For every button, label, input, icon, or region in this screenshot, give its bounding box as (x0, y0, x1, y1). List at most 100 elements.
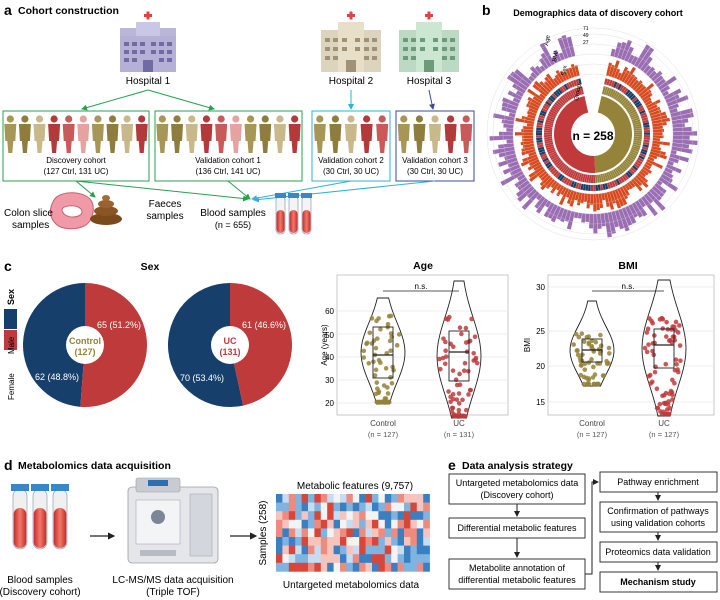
person-figure (171, 115, 184, 153)
heatmap-samples-label: Samples (258) (258, 500, 269, 565)
bmi-bar (522, 125, 534, 130)
sex-ring-segment (536, 130, 543, 133)
data-point (673, 357, 679, 362)
data-point (675, 330, 681, 335)
heatmap-cell (301, 494, 309, 503)
group-ring-segment (550, 107, 559, 114)
sex-ring-segment (559, 86, 565, 93)
heatmap-cell (301, 545, 309, 555)
bmi-bar (652, 125, 664, 130)
heatmap-cell (365, 562, 373, 572)
bmi-bar (646, 99, 661, 109)
bmi-bar (638, 83, 655, 97)
sex-ring-segment (642, 122, 650, 126)
age-ytick-30: 30 (325, 376, 334, 385)
sex-ring-segment (624, 89, 631, 96)
heatmap-cell (416, 511, 424, 521)
data-point (372, 373, 378, 378)
heatmap-cell (352, 528, 360, 538)
bmi-bar (649, 151, 668, 160)
heatmap-cell (276, 502, 283, 512)
pie-control-center (66, 326, 104, 364)
data-point (663, 400, 668, 406)
heatmap-cell (365, 511, 373, 521)
age-bar (672, 135, 690, 140)
bmi-bar (550, 182, 560, 194)
data-point (591, 381, 597, 387)
bmi-bar (545, 73, 558, 88)
age-bar (529, 65, 540, 77)
group-ring-segment (633, 123, 642, 128)
sex-ring-segment (642, 119, 649, 124)
data-point (463, 407, 469, 413)
bmi-bar (643, 163, 651, 170)
sex-ring-segment (578, 78, 582, 85)
sex-ring-segment (536, 139, 543, 143)
heatmap-cell (410, 545, 418, 555)
heatmap-cell (327, 545, 334, 555)
heatmap-cell (352, 511, 360, 521)
person-figure (200, 115, 213, 153)
hospital-1-icon (120, 11, 176, 72)
heatmap-cell (352, 545, 360, 555)
group-ring-segment (631, 145, 640, 151)
person-figure (460, 115, 473, 153)
heatmap-cell (327, 519, 334, 529)
heatmap-cell (404, 494, 411, 503)
validation-cohort-3-counts: (30 Ctrl, 30 UC) (407, 167, 463, 176)
step-annotation-box (448, 558, 586, 590)
age-ylabel: Age (years) (320, 324, 329, 366)
heatmap-cell (308, 528, 315, 538)
group-ring-segment (632, 119, 641, 124)
group-ring-segment (607, 171, 613, 180)
age-bar (604, 212, 612, 238)
circos-gridline (502, 43, 684, 225)
group-ring-segment (569, 89, 576, 98)
heatmap-cell (423, 511, 430, 521)
age-bar (545, 200, 552, 208)
step-confirm-line1: Confirmation of pathways (607, 506, 709, 516)
bmi-bar (640, 89, 652, 99)
heatmap-cell (333, 545, 341, 555)
sex-ring-segment (604, 183, 609, 190)
data-point (457, 325, 463, 331)
bmi-bar (593, 193, 597, 212)
sex-ring-segment (553, 91, 560, 98)
ring-label-bmi: BMI (552, 50, 560, 62)
heatmap-cell (327, 528, 334, 538)
sex-ring-segment (641, 117, 649, 121)
sex-ring-segment (643, 139, 650, 143)
group-ring-segment (615, 93, 622, 101)
age-bar (631, 202, 643, 218)
sex-ring-segment (638, 155, 645, 160)
sex-ring-segment (542, 105, 549, 111)
bmi-bar (609, 190, 616, 204)
person-figure (329, 115, 342, 153)
bmi-bar (645, 161, 653, 167)
data-point (593, 339, 599, 345)
step-untargeted-line1: Untargeted metabolomics data (456, 478, 579, 488)
group-ring-segment (596, 174, 600, 183)
group-ring-segment (588, 174, 592, 183)
age-bar (585, 213, 590, 222)
circos-gridline (492, 33, 694, 235)
data-point (388, 331, 394, 336)
sex-ring-segment (570, 80, 576, 88)
arrow-discovery-blood (75, 180, 249, 202)
heatmap-cell (416, 519, 424, 529)
blood-samples-label: Blood samples (200, 208, 266, 219)
heatmap-cell (340, 494, 347, 503)
data-point (396, 332, 402, 337)
sex-ring-segment (536, 122, 544, 126)
data-point (378, 399, 383, 405)
sex-ring-segment (633, 163, 640, 169)
group-ring-segment (624, 159, 632, 166)
age-bar (670, 108, 693, 118)
data-point (589, 357, 594, 362)
data-point (654, 386, 660, 392)
sex-ring-segment (637, 105, 644, 111)
data-point (644, 349, 650, 355)
group-ring-segment (616, 166, 623, 175)
age-bar (534, 65, 543, 74)
sex-ring-segment (536, 124, 543, 128)
